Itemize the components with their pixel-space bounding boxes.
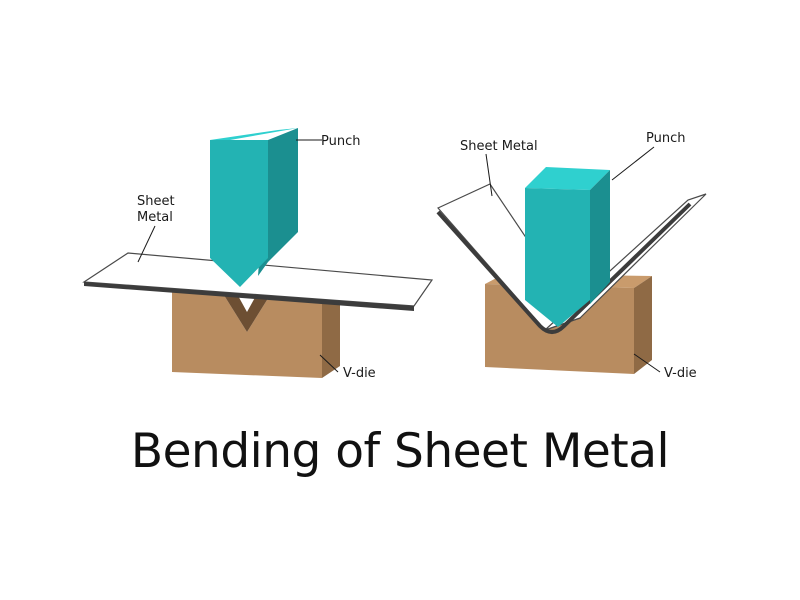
- right-die-side-face: [634, 276, 652, 374]
- left-die-label: V-die: [343, 366, 376, 381]
- left-sheet-label-line2: Metal: [137, 210, 173, 225]
- left-sheet-metal: [82, 252, 434, 311]
- right-punch-leader-line: [611, 146, 655, 181]
- left-punch: [210, 128, 298, 287]
- left-sheet-leader-line: [137, 225, 156, 263]
- right-punch-side-face: [590, 170, 610, 304]
- right-diagram: Sheet Metal Punch V-die: [436, 131, 707, 381]
- right-die-label: V-die: [664, 366, 697, 381]
- left-sheet-thickness-edge: [84, 282, 414, 311]
- left-die-leader-line: [319, 354, 339, 373]
- right-sheet-leader-line: [485, 153, 493, 197]
- left-die-front-face: [172, 292, 322, 378]
- right-sheet-bend-edge: [436, 202, 692, 334]
- right-sheet-label: Sheet Metal: [460, 139, 538, 154]
- diagram-title: Bending of Sheet Metal: [130, 424, 670, 479]
- right-punch-front-face: [525, 188, 590, 327]
- left-die-side-face: [322, 282, 340, 378]
- right-punch-label: Punch: [646, 131, 685, 146]
- left-sheet-label-line1: Sheet: [137, 194, 175, 209]
- left-die-groove-shadow: [222, 292, 272, 332]
- right-punch: [525, 167, 610, 327]
- left-diagram: Punch Sheet Metal V-die: [82, 128, 434, 381]
- left-punch-front-face: [210, 140, 268, 287]
- left-punch-top-face: [210, 128, 298, 140]
- right-punch-top-face: [525, 167, 610, 190]
- right-die-leader-line: [633, 353, 661, 373]
- left-punch-label: Punch: [321, 134, 360, 149]
